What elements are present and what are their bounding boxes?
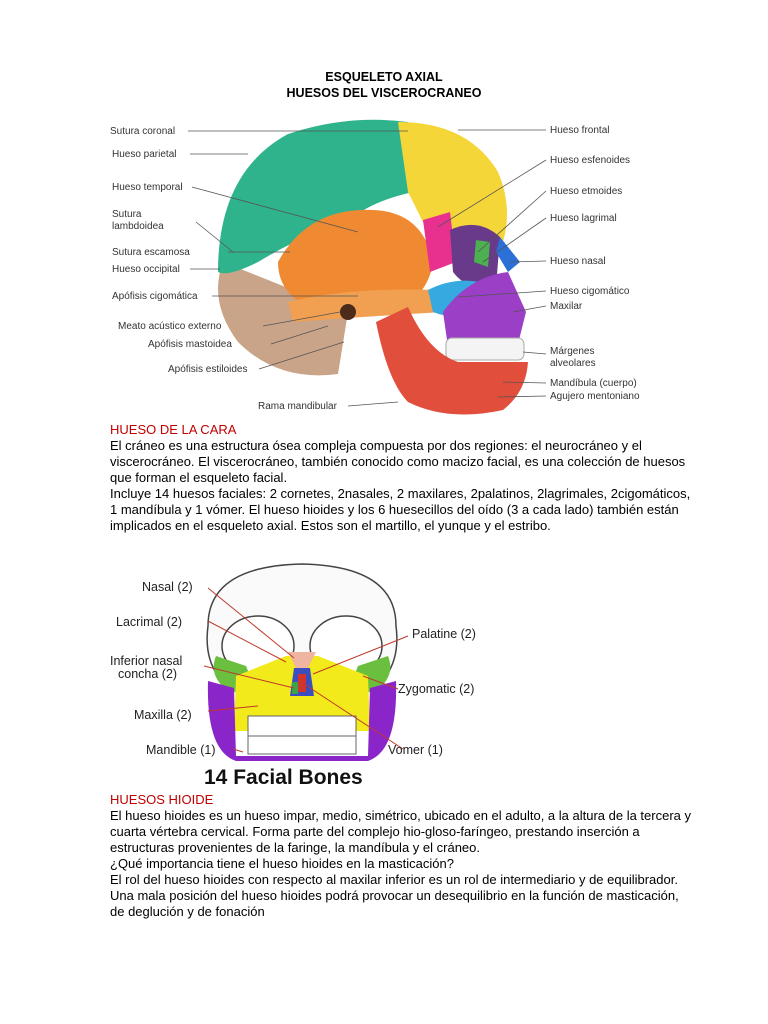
label-margenes: Márgenes — [550, 346, 594, 357]
label-hueso-nasal: Hueso nasal — [550, 256, 606, 267]
label-mandible: Mandible (1) — [146, 743, 215, 757]
upper-teeth — [247, 715, 357, 737]
lateral-skull-figure: Sutura coronal Hueso parietal Hueso temp… — [110, 119, 640, 415]
paragraph-line: que forman el esqueleto facial. — [110, 470, 288, 485]
label-concha: concha (2) — [118, 667, 177, 681]
section-huesos-hioide: HUESOS HIOIDE El hueso hioides es un hue… — [110, 792, 700, 920]
section-paragraph: El hueso hioides es un hueso impar, medi… — [110, 808, 700, 920]
label-hueso-parietal: Hueso parietal — [112, 149, 176, 160]
paragraph-line: estructuras provenientes de la faringe, … — [110, 840, 480, 855]
mandible-bone — [376, 307, 528, 415]
label-hueso-temporal: Hueso temporal — [112, 182, 183, 193]
label-rama-mandibular: Rama mandibular — [258, 401, 338, 412]
label-inferior-nasal: Inferior nasal — [110, 654, 182, 668]
label-palatine: Palatine (2) — [412, 627, 476, 641]
paragraph-line: viscerocráneo. El viscerocráneo, también… — [110, 454, 686, 469]
facial-bones-figure: Nasal (2) Lacrimal (2) Inferior nasal co… — [108, 556, 496, 789]
label-nasal: Nasal (2) — [142, 580, 193, 594]
nasal-bones — [288, 652, 316, 668]
section-heading: HUESOS HIOIDE — [110, 792, 214, 807]
inferior-nasal-concha — [292, 682, 298, 694]
label-agujero-mentoniano: Agujero mentoniano — [550, 391, 640, 402]
label-lacrimal: Lacrimal (2) — [116, 615, 182, 629]
label-sutura: Sutura — [112, 209, 142, 220]
teeth — [445, 337, 525, 361]
label-hueso-esfenoides: Hueso esfenoides — [550, 155, 630, 166]
document-title: ESQUELETO AXIAL — [325, 70, 443, 84]
section-heading: HUESO DE LA CARA — [110, 422, 237, 437]
label-apofisis-mastoidea: Apófisis mastoidea — [148, 339, 232, 350]
paragraph-line: Incluye 14 huesos faciales: 2 cornetes, … — [110, 486, 691, 501]
sphenoid-bone — [423, 212, 456, 272]
temporal-bone — [278, 209, 433, 316]
label-hueso-etmoides: Hueso etmoides — [550, 186, 622, 197]
document-subtitle: HUESOS DEL VISCEROCRANEO — [286, 86, 482, 100]
mandible — [207, 681, 397, 761]
section-hueso-cara: HUESO DE LA CARA El cráneo es una estruc… — [110, 422, 700, 534]
label-maxilar: Maxilar — [550, 301, 583, 312]
vomer — [298, 674, 306, 692]
label-hueso-lagrimal: Hueso lagrimal — [550, 213, 617, 224]
label-hueso-occipital: Hueso occipital — [112, 264, 180, 275]
paragraph-line: El hueso hioides es un hueso impar, medi… — [110, 808, 692, 823]
label-sutura-coronal: Sutura coronal — [110, 126, 175, 137]
label-apofisis-cigomatica: Apófisis cigomática — [112, 291, 198, 302]
paragraph-line: Una mala posición del hueso hioides podr… — [110, 888, 679, 903]
section-paragraph: El cráneo es una estructura ósea complej… — [110, 438, 700, 534]
lower-teeth — [247, 735, 357, 755]
paragraph-line: cuarta vértebra cervical. Forma parte de… — [110, 824, 640, 839]
label-hueso-frontal: Hueso frontal — [550, 125, 609, 136]
paragraph-line: implicados en el esqueleto axial. Estos … — [110, 518, 551, 533]
paragraph-line: 1 mandíbula y 1 vómer. El hueso hioides … — [110, 502, 679, 517]
paragraph-line: El cráneo es una estructura ósea complej… — [110, 438, 642, 453]
label-vomer: Vomer (1) — [388, 743, 443, 757]
ear-canal — [340, 304, 356, 320]
label-zygomatic: Zygomatic (2) — [398, 682, 474, 696]
maxilla-bone — [443, 272, 526, 347]
label-sutura-escamosa: Sutura escamosa — [112, 247, 190, 258]
label-lambdoidea: lambdoidea — [112, 221, 164, 232]
paragraph-line: El rol del hueso hioides con respecto al… — [110, 872, 678, 887]
label-maxilla: Maxilla (2) — [134, 708, 192, 722]
label-mandibula-cuerpo: Mandíbula (cuerpo) — [550, 378, 637, 389]
parietal-bone — [218, 119, 413, 274]
occipital-bone — [218, 262, 348, 376]
label-hueso-cigomatico: Hueso cigomático — [550, 286, 630, 297]
label-meato-acustico: Meato acústico externo — [118, 321, 222, 332]
label-apofisis-estiloides: Apófisis estiloides — [168, 364, 247, 375]
figure-caption: 14 Facial Bones — [204, 766, 363, 789]
paragraph-line: ¿Qué importancia tiene el hueso hioides … — [110, 856, 454, 871]
paragraph-line: de deglución y de fonación — [110, 904, 265, 919]
label-alveolares: alveolares — [550, 358, 596, 369]
nasal-bone — [496, 237, 520, 272]
